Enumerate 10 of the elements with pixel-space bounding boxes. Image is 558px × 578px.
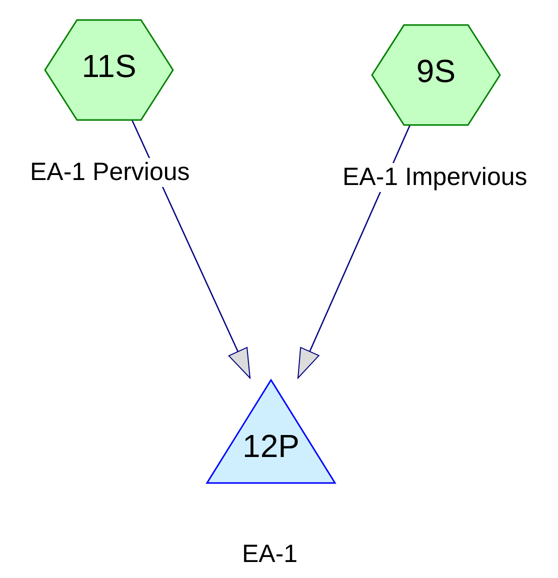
node-label: 9S (415, 53, 457, 90)
triangle-node (207, 380, 335, 483)
hexagon-node (372, 25, 500, 125)
hexagon-node (45, 20, 173, 120)
node-caption: EA-1 Impervious (342, 163, 528, 192)
arrow (297, 124, 411, 378)
arrow (131, 120, 251, 378)
node-label: 11S (80, 48, 138, 85)
node-caption: EA-1 Pervious (30, 158, 190, 187)
node-label: 12P (242, 428, 300, 465)
